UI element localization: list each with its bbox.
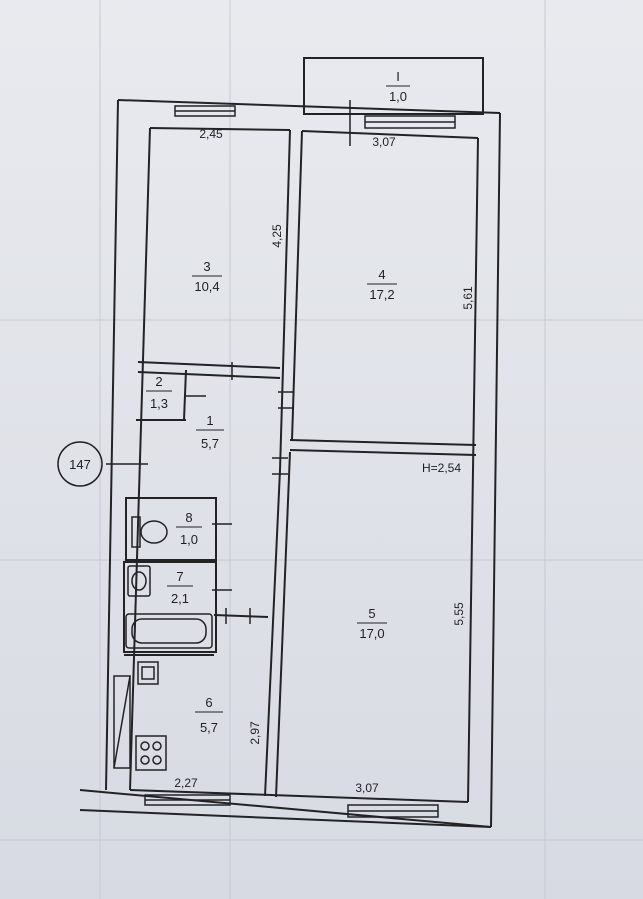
interior-walls	[123, 129, 477, 798]
room-5-number: 5	[368, 606, 375, 621]
room-5-area: 17,0	[359, 626, 384, 641]
room-3-number: 3	[203, 259, 210, 274]
outer-walls	[79, 99, 501, 828]
room-6-number: 6	[205, 695, 212, 710]
dim-room6-width: 2,27	[174, 776, 198, 790]
room-2-area: 1,3	[150, 396, 168, 411]
dim-room6-length: 2,97	[248, 721, 262, 745]
room-balcony-area: 1,0	[389, 89, 407, 104]
room-1-area: 5,7	[201, 436, 219, 451]
room-4-area: 17,2	[369, 287, 394, 302]
plan-number-label: 147	[69, 457, 91, 472]
ceiling-height-label: H=2,54	[422, 461, 461, 475]
dim-room5-length: 5,55	[452, 602, 466, 626]
dim-room5-width: 3,07	[355, 781, 379, 795]
room-labels: I 1,0 3 10,4 4 17,2 2 1,3 1 5,7 8 1,0 7 …	[146, 69, 410, 735]
dimension-labels: 2,45 4,25 3,07 5,61 5,55 3,07 2,27 2,97	[174, 127, 475, 795]
bathtub-icon	[125, 613, 213, 649]
dim-room4-width: 3,07	[372, 135, 396, 149]
room-8-area: 1,0	[180, 532, 198, 547]
dim-room3-length: 4,25	[270, 224, 284, 248]
door-markers	[106, 100, 351, 624]
room-1-number: 1	[206, 413, 213, 428]
room-8-number: 8	[185, 510, 192, 525]
balcony	[303, 57, 484, 115]
stove-icon	[135, 735, 167, 771]
room-4-number: 4	[378, 267, 385, 282]
toilet-icon	[131, 516, 168, 548]
washbasin-icon	[127, 565, 151, 597]
kitchen-counter-icon	[113, 675, 131, 769]
dim-room4-length: 5,61	[461, 286, 475, 310]
room-7-number: 7	[176, 569, 183, 584]
windows	[144, 105, 456, 818]
room-7-area: 2,1	[171, 591, 189, 606]
room-2-number: 2	[155, 374, 162, 389]
room-balcony-number: I	[396, 69, 400, 84]
room-6-area: 5,7	[200, 720, 218, 735]
dim-room3-width: 2,45	[199, 127, 223, 141]
room-3-area: 10,4	[194, 279, 219, 294]
sink-icon	[137, 661, 159, 685]
plan-number-marker: 147	[57, 441, 103, 487]
